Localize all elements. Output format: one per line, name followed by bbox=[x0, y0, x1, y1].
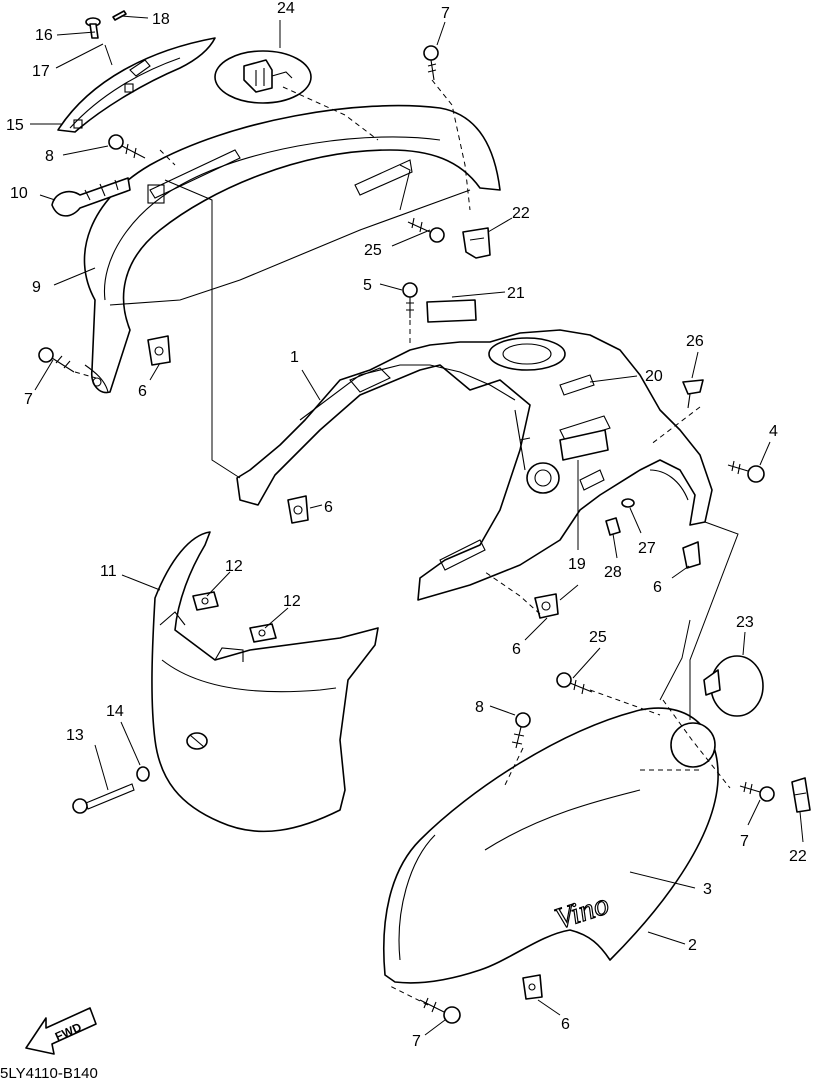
callout-12-b: 12 bbox=[283, 593, 301, 610]
callout-22-bottom: 22 bbox=[789, 848, 807, 865]
part-8-screw-b bbox=[511, 712, 531, 749]
callout-22-top: 22 bbox=[512, 205, 530, 222]
callout-28: 28 bbox=[604, 564, 622, 581]
callout-18: 18 bbox=[152, 11, 170, 28]
part-6-nut-b bbox=[287, 495, 309, 524]
fwd-arrow-icon: FWD bbox=[25, 1007, 97, 1055]
part-9-front-cover bbox=[83, 104, 501, 394]
callout-7-right: 7 bbox=[740, 833, 749, 850]
part-6-nut-e bbox=[522, 974, 543, 1000]
callout-6-mid: 6 bbox=[512, 641, 521, 658]
callout-2: 2 bbox=[688, 937, 697, 954]
callout-6-right: 6 bbox=[653, 579, 662, 596]
diagram-code: 5LY4110-B140 bbox=[0, 1065, 98, 1080]
part-4-screw bbox=[727, 460, 765, 483]
part-26-grommet bbox=[682, 379, 704, 409]
callout-24: 24 bbox=[277, 0, 295, 17]
part-24-detail-inset bbox=[214, 50, 312, 104]
callout-17: 17 bbox=[32, 63, 50, 80]
callout-6-bottom: 6 bbox=[561, 1016, 570, 1033]
part-7-screw-top bbox=[423, 45, 439, 81]
part-6-nut-d bbox=[682, 541, 701, 569]
callout-6-left: 6 bbox=[138, 383, 147, 400]
callout-7-bottom: 7 bbox=[412, 1033, 421, 1050]
part-27-washer bbox=[621, 498, 635, 508]
part-7-screw-bottom bbox=[419, 997, 461, 1024]
part-12-clip-a bbox=[192, 591, 219, 611]
callout-7-top: 7 bbox=[441, 5, 450, 22]
part-12-clip-b bbox=[249, 623, 277, 643]
callout-21: 21 bbox=[507, 285, 525, 302]
part-14-washer bbox=[136, 766, 150, 782]
callout-11: 11 bbox=[100, 563, 117, 580]
callout-3: 3 bbox=[703, 881, 712, 898]
part-22-clip-upper bbox=[462, 227, 491, 259]
part-13-bolt bbox=[72, 783, 135, 814]
callout-23: 23 bbox=[736, 614, 754, 631]
part-6-nut-c bbox=[534, 593, 559, 619]
callout-4: 4 bbox=[769, 423, 778, 440]
callout-14: 14 bbox=[106, 703, 124, 720]
part-7-screw-right bbox=[739, 781, 775, 802]
callout-20: 20 bbox=[645, 368, 663, 385]
callout-19: 19 bbox=[568, 556, 586, 573]
part-25-screw-b bbox=[556, 672, 593, 695]
callout-6-center: 6 bbox=[324, 499, 333, 516]
callout-9: 9 bbox=[32, 279, 41, 296]
callout-1: 1 bbox=[290, 349, 299, 366]
callout-8-bottom: 8 bbox=[475, 699, 484, 716]
part-21-label bbox=[426, 299, 477, 323]
part-15-top-cover bbox=[57, 37, 216, 133]
part-28-nut bbox=[605, 517, 621, 536]
callout-8-top: 8 bbox=[45, 148, 54, 165]
part-25-screw-a bbox=[407, 217, 445, 243]
part-18-pin bbox=[112, 10, 127, 21]
part-2-side-cover: Vino bbox=[382, 707, 719, 984]
callout-16: 16 bbox=[35, 27, 53, 44]
callout-25-bottom: 25 bbox=[589, 629, 607, 646]
part-11-leg-shield bbox=[151, 531, 379, 833]
callout-15: 15 bbox=[6, 117, 24, 134]
callout-26: 26 bbox=[686, 333, 704, 350]
part-7-screw-left bbox=[38, 347, 75, 373]
part-23-cap bbox=[703, 655, 764, 717]
part-6-nut-a bbox=[147, 335, 171, 366]
callout-7-left: 7 bbox=[24, 391, 33, 408]
part-10-emblem bbox=[51, 177, 131, 217]
callout-5: 5 bbox=[363, 277, 372, 294]
callout-10: 10 bbox=[10, 185, 28, 202]
part-22-clip-lower bbox=[791, 777, 811, 813]
callout-12-a: 12 bbox=[225, 558, 243, 575]
part-1-inner-panel bbox=[236, 329, 713, 601]
callout-13: 13 bbox=[66, 727, 84, 744]
part-8-screw-a bbox=[108, 134, 146, 159]
part-19-label bbox=[559, 429, 609, 461]
part-5-screw bbox=[402, 282, 418, 318]
part-16-screw bbox=[85, 17, 101, 39]
callout-27: 27 bbox=[638, 540, 656, 557]
callout-25-top: 25 bbox=[364, 242, 382, 259]
